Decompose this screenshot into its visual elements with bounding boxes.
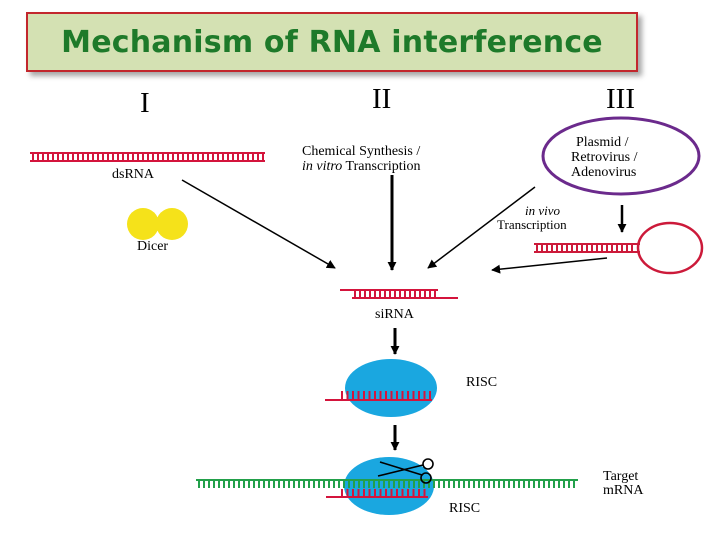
- in-vitro-label: in vitro Transcription: [302, 159, 421, 174]
- risc-1-guide-rna: [325, 391, 432, 401]
- target-label-2: mRNA: [603, 483, 644, 498]
- page-title: Mechanism of RNA interference: [61, 25, 603, 60]
- synthesis-label: Chemical Synthesis /: [302, 144, 420, 159]
- in-vivo-label: in vivo: [525, 203, 561, 218]
- pathway-label-1: I: [140, 87, 150, 119]
- dsrna-duplex: [30, 152, 265, 162]
- dicer-enzyme: [127, 208, 188, 240]
- arrow-hairpin-to-sirna: [491, 257, 608, 274]
- sirna-label: siRNA: [375, 307, 415, 322]
- dicer-label: Dicer: [137, 239, 168, 254]
- arrow-plasmid-to-sirna: [427, 186, 536, 269]
- plasmid-label-3: Adenovirus: [571, 165, 636, 180]
- scissors-icon: [377, 458, 434, 484]
- target-mrna: [196, 479, 578, 488]
- plasmid-label-2: Retrovirus /: [571, 150, 638, 165]
- transcription-label: Transcription: [497, 217, 567, 232]
- risc-2-guide-rna: [326, 489, 428, 498]
- arrow-dsrna-to-sirna: [181, 179, 336, 269]
- shrna-hairpin: [534, 221, 704, 275]
- plasmid-vector: [541, 116, 701, 196]
- dsrna-label: dsRNA: [112, 167, 155, 182]
- sirna-duplex: [340, 289, 458, 299]
- risc-complex-1: [345, 359, 437, 417]
- pathway-label-3: III: [606, 83, 635, 115]
- title-banner: Mechanism of RNA interference: [26, 12, 638, 72]
- plasmid-label-1: Plasmid /: [576, 135, 629, 150]
- target-label-1: Target: [603, 469, 638, 484]
- risc-1-label: RISC: [466, 375, 497, 390]
- pathway-label-2: II: [372, 83, 391, 115]
- risc-2-label: RISC: [449, 501, 480, 516]
